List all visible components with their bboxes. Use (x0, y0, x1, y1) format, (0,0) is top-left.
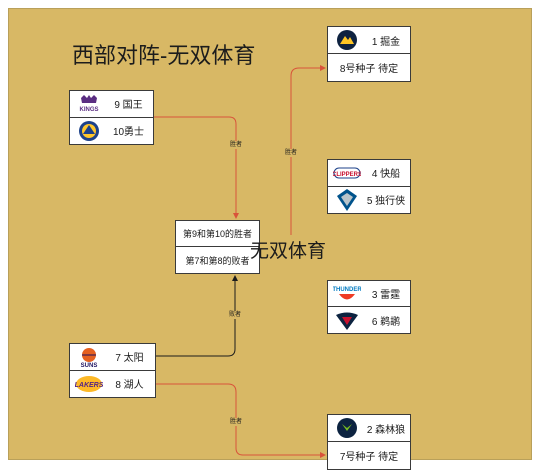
matchup-clippers-mavericks: CLIPPERS 4 快船 5 独行侠 (327, 159, 411, 214)
team-row-clippers: CLIPPERS 4 快船 (328, 160, 410, 187)
team-label-clippers: 4 快船 (371, 169, 401, 181)
suns-logo-icon: SUNS (74, 346, 104, 368)
edge-label-winner-to-nuggets: 胜者 (285, 149, 298, 157)
team-row-seed7: 7号种子 待定 (328, 442, 410, 469)
nuggets-logo-icon (332, 29, 362, 51)
team-label-thunder: 3 雷霆 (371, 290, 401, 301)
team-row-suns: SUNS 7 太阳 (70, 344, 155, 371)
second-round-line-1: 第9和第10的胜者 (182, 229, 253, 239)
edge-label-winner-to-timberwolves: 胜者 (230, 418, 243, 426)
team-label-seed8-tbd: 8号种子 待定 (339, 64, 399, 75)
warriors-logo-icon (74, 120, 104, 142)
svg-text:KINGS: KINGS (79, 107, 98, 113)
matchup-thunder-pelicans: THUNDER 3 雷霆 6 鹈鹕 (327, 280, 411, 334)
timberwolves-logo-icon (332, 417, 362, 439)
team-row-nuggets: 1 掘金 (328, 27, 410, 54)
mavericks-logo-icon (332, 188, 362, 211)
edge-label-loser-to-second-round: 败者 (229, 311, 242, 319)
team-label-timberwolves: 2 森林狼 (366, 424, 406, 436)
bracket-title: 西部对阵-无双体育 (72, 43, 256, 68)
team-label-warriors: 10勇士 (112, 127, 145, 139)
team-row-seed8: 8号种子 待定 (328, 54, 410, 81)
edge-label-winner-to-second-round: 胜者 (230, 141, 243, 149)
team-label-pelicans: 6 鹈鹕 (371, 316, 401, 328)
thunder-logo-icon: THUNDER (332, 283, 362, 305)
matchup-kings-warriors: KINGS 9 国王 10勇士 (69, 90, 154, 145)
team-label-nuggets: 1 掘金 (371, 36, 401, 48)
team-row-kings: KINGS 9 国王 (70, 91, 153, 118)
team-row-warriors: 10勇士 (70, 118, 153, 145)
team-row-lakers: LAKERS 8 湖人 (70, 371, 155, 398)
connector-suns-lakers-to-second-round (156, 275, 238, 357)
team-row-thunder: THUNDER 3 雷霆 (328, 281, 410, 307)
team-row-mavericks: 5 独行侠 (328, 187, 410, 214)
team-label-kings: 9 国王 (114, 100, 143, 112)
watermark-text: 无双体育 (250, 241, 327, 262)
bracket-canvas: 西部对阵-无双体育 KINGS 9 国王 10勇士 (8, 8, 532, 470)
team-label-mavericks: 5 独行侠 (366, 196, 406, 208)
svg-text:SUNS: SUNS (81, 363, 98, 368)
matchup-second-playin: 第9和第10的胜者 第7和第8的败者 (175, 220, 260, 274)
matchup-nuggets: 1 掘金 8号种子 待定 (327, 26, 411, 82)
team-label-lakers: 8 湖人 (115, 380, 144, 392)
connector-second-round-to-nuggets (290, 65, 326, 235)
pelicans-logo-icon (332, 309, 362, 331)
second-round-line-2: 第7和第8的败者 (185, 255, 250, 266)
team-label-suns: 7 太阳 (115, 353, 144, 365)
matchup-timberwolves: 2 森林狼 7号种子 待定 (327, 414, 411, 470)
connector-kings-warriors-to-second-round (153, 116, 239, 219)
svg-text:LAKERS: LAKERS (75, 382, 103, 389)
team-label-seed7-tbd: 7号种子 待定 (339, 452, 399, 463)
second-round-row-1: 第9和第10的胜者 (176, 221, 259, 247)
svg-text:CLIPPERS: CLIPPERS (333, 172, 361, 178)
kings-logo-icon: KINGS (74, 93, 104, 115)
matchup-suns-lakers: SUNS 7 太阳 LAKERS 8 湖人 (69, 343, 156, 398)
clippers-logo-icon: CLIPPERS (332, 162, 362, 184)
team-row-timberwolves: 2 森林狼 (328, 415, 410, 442)
team-row-pelicans: 6 鹈鹕 (328, 307, 410, 333)
lakers-logo-icon: LAKERS (74, 373, 104, 395)
second-round-row-2: 第7和第8的败者 (176, 247, 259, 273)
svg-text:THUNDER: THUNDER (333, 287, 361, 293)
